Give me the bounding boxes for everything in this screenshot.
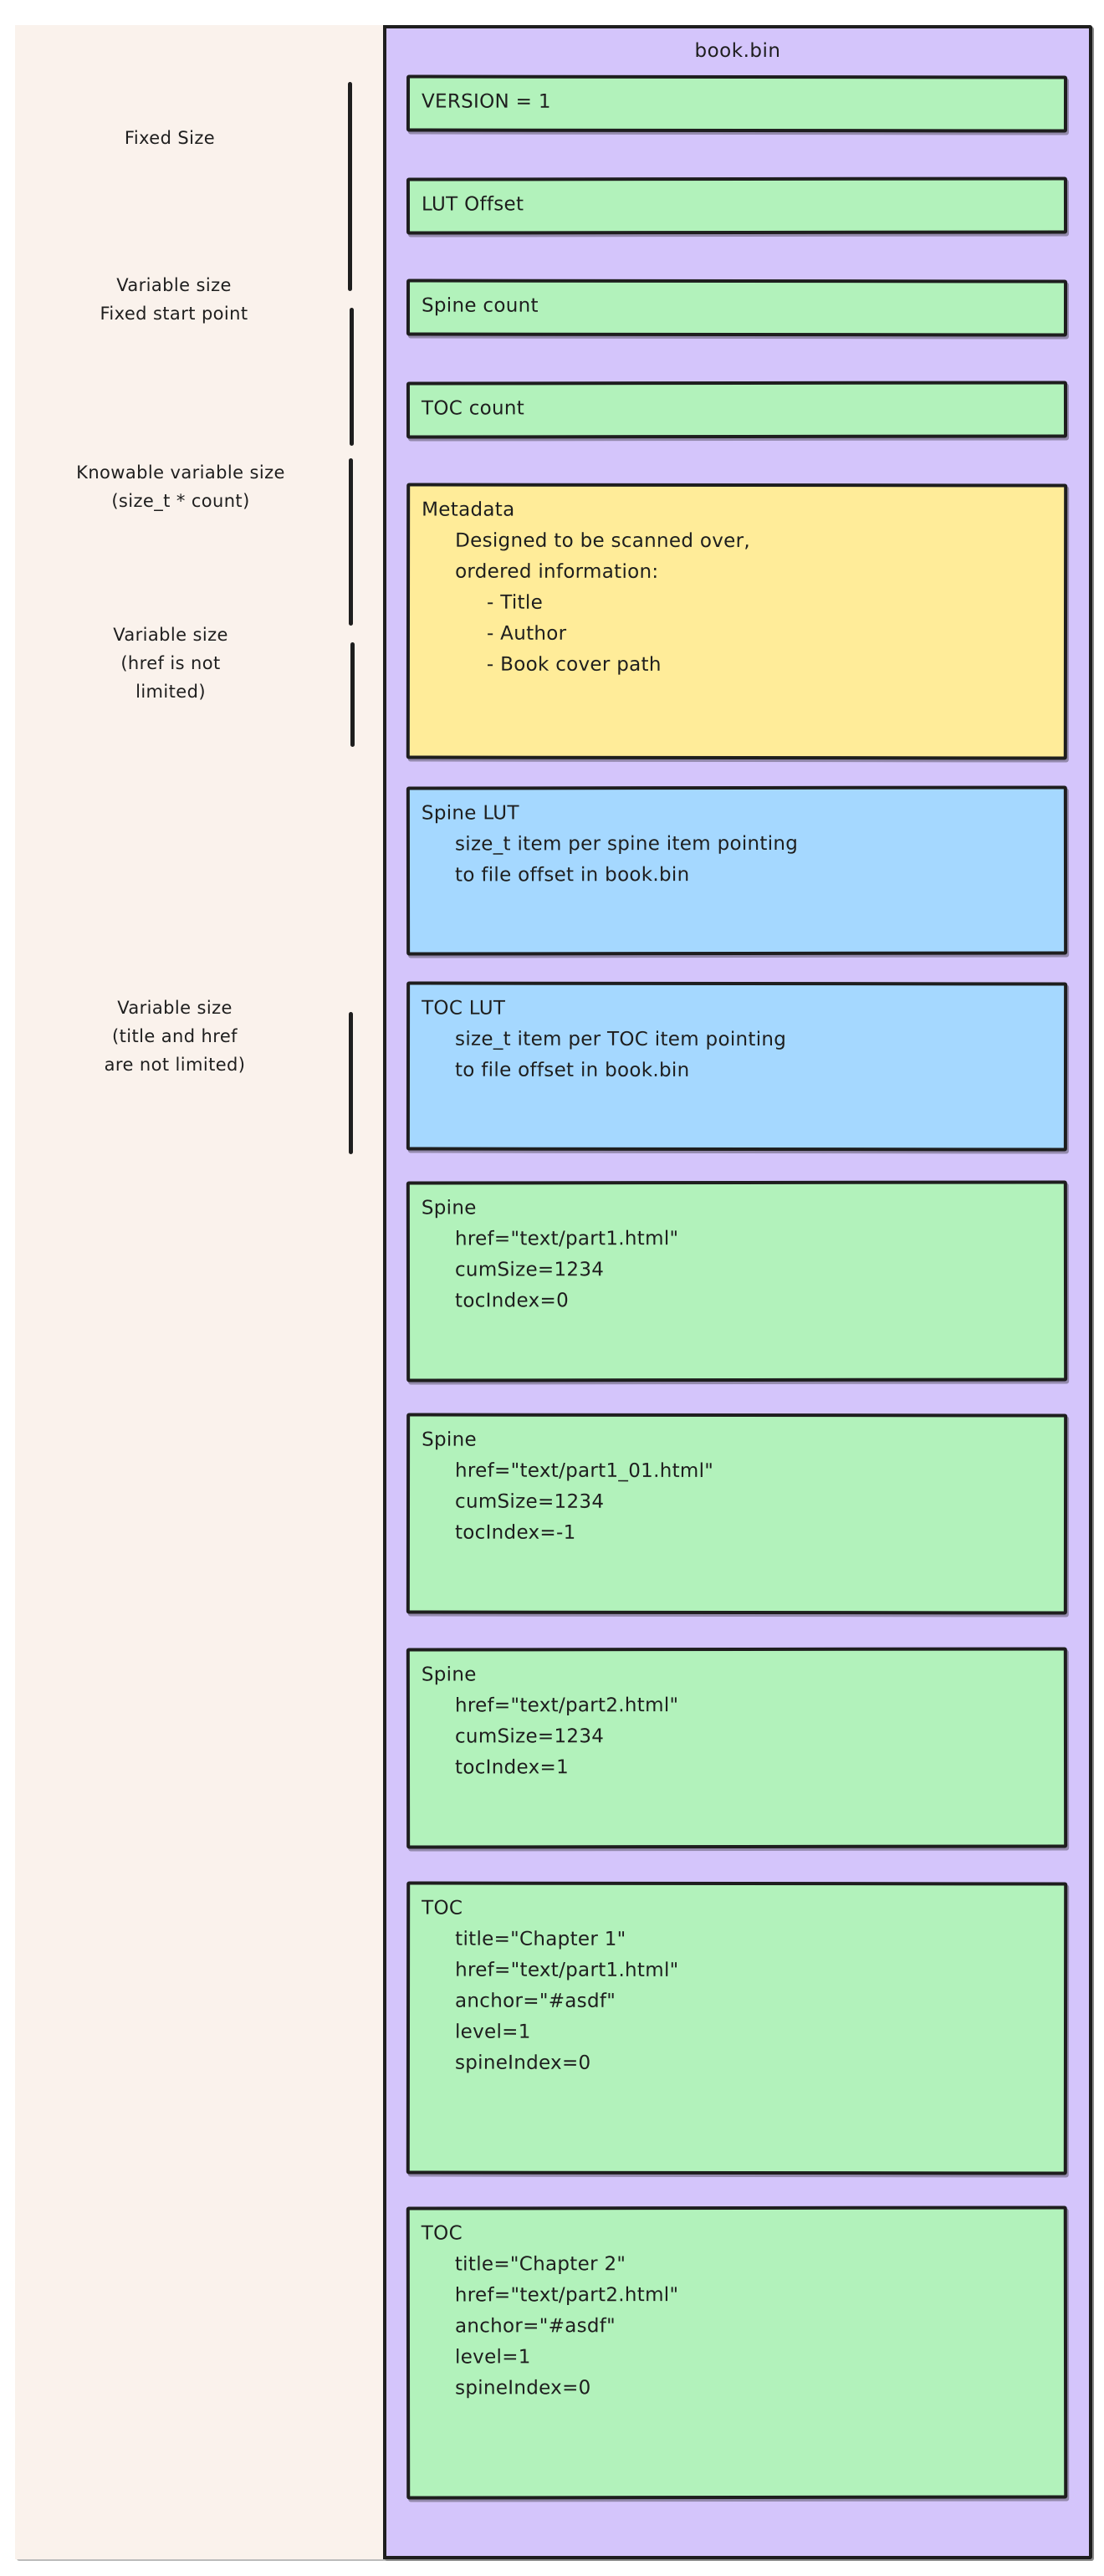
block-spine-1: Spine href="text/part1.html" cumSize=123…	[406, 1180, 1068, 1383]
block-toc-2-header: TOC	[421, 2222, 463, 2245]
block-spine-count-header: Spine count	[421, 294, 539, 317]
block-spine-3-cumsize: cumSize=1234	[454, 1725, 605, 1748]
brace-variable-href	[350, 642, 355, 747]
block-lut-offset-header: LUT Offset	[421, 193, 524, 216]
file-container-book-bin: book.bin VERSION = 1 LUT Offset Spine co…	[383, 25, 1092, 2559]
block-toc-1-href: href="text/part1.html"	[455, 1959, 679, 1981]
block-toc-2-title: title="Chapter 2"	[454, 2253, 626, 2276]
block-toc-1-header: TOC	[422, 1897, 463, 1919]
block-toc-1-title: title="Chapter 1"	[455, 1928, 626, 1950]
block-spine-1-href: href="text/part1.html"	[454, 1228, 679, 1250]
block-spine-2-header: Spine	[422, 1429, 477, 1451]
block-spine-3-href: href="text/part2.html"	[454, 1694, 679, 1717]
block-spine-lut: Spine LUT size_t item per spine item poi…	[406, 785, 1068, 956]
block-toc-count: TOC count	[406, 381, 1068, 439]
block-spine-3-header: Spine	[421, 1664, 477, 1686]
block-toc-1: TOC title="Chapter 1" href="text/part1.h…	[406, 1881, 1068, 2175]
block-metadata-subline-1: - Title	[487, 591, 544, 614]
block-spine-2: Spine href="text/part1_01.html" cumSize=…	[406, 1413, 1068, 1615]
block-spine-3: Spine href="text/part2.html" cumSize=123…	[406, 1647, 1068, 1849]
block-toc-lut: TOC LUT size_t item per TOC item pointin…	[406, 981, 1068, 1152]
block-toc-2: TOC title="Chapter 2" href="text/part2.h…	[406, 2205, 1068, 2500]
block-lut-offset: LUT Offset	[406, 176, 1068, 235]
block-toc-2-level: level=1	[454, 2346, 531, 2369]
block-spine-2-cumsize: cumSize=1234	[455, 1490, 605, 1513]
block-version-header: VERSION = 1	[421, 90, 551, 113]
block-toc-1-spineindex: spineIndex=0	[454, 2052, 591, 2074]
block-spine-3-tocindex: tocIndex=1	[455, 1756, 570, 1779]
block-toc-lut-header: TOC LUT	[422, 997, 506, 1020]
block-metadata-subline-2: - Author	[486, 622, 567, 645]
block-metadata-line-1: Designed to be scanned over,	[455, 529, 751, 553]
file-title: book.bin	[694, 40, 781, 62]
block-spine-lut-header: Spine LUT	[421, 802, 519, 825]
block-spine-1-tocindex: tocIndex=0	[455, 1290, 570, 1312]
annotation-variable-href: Variable size (href is not limited)	[113, 625, 228, 702]
annotation-variable-fixed-start: Variable size Fixed start point	[100, 275, 248, 324]
block-spine-1-header: Spine	[421, 1197, 477, 1219]
block-toc-1-level: level=1	[454, 2021, 531, 2043]
block-toc-lut-line-2: to file offset in book.bin	[454, 1059, 690, 1081]
annotation-variable-title-href: Variable size (title and href are not li…	[104, 998, 246, 1075]
block-spine-lut-line-2: to file offset in book.bin	[454, 864, 690, 887]
block-spine-2-tocindex: tocIndex=-1	[454, 1521, 576, 1544]
block-toc-lut-line-1: size_t item per TOC item pointing	[455, 1028, 787, 1051]
brace-fixed-size	[348, 82, 352, 291]
block-spine-lut-line-1: size_t item per spine item pointing	[454, 832, 799, 856]
block-metadata-line-2: ordered information:	[455, 560, 659, 583]
block-toc-2-spineindex: spineIndex=0	[455, 2377, 591, 2400]
annotation-knowable-variable-size: Knowable variable size (size_t * count)	[76, 463, 285, 511]
block-version: VERSION = 1	[406, 74, 1068, 133]
block-metadata-header: Metadata	[422, 498, 515, 521]
block-toc-count-header: TOC count	[421, 397, 525, 420]
block-metadata-subline-3: - Book cover path	[486, 653, 662, 676]
block-toc-2-anchor: anchor="#asdf"	[454, 2315, 616, 2338]
brace-knowable-variable	[349, 458, 353, 626]
annotation-fixed-size: Fixed Size	[124, 128, 216, 148]
annotation-column: Fixed Size Variable size Fixed start poi…	[15, 25, 383, 2559]
block-metadata: Metadata Designed to be scanned over, or…	[406, 483, 1068, 760]
brace-variable-fixed-start	[350, 308, 354, 446]
block-spine-2-href: href="text/part1_01.html"	[455, 1459, 714, 1482]
block-toc-2-href: href="text/part2.html"	[454, 2284, 679, 2307]
block-spine-count: Spine count	[406, 279, 1068, 337]
brace-variable-title-href	[349, 1012, 353, 1154]
block-toc-1-anchor: anchor="#asdf"	[455, 1990, 616, 2012]
block-spine-1-cumsize: cumSize=1234	[454, 1259, 605, 1281]
